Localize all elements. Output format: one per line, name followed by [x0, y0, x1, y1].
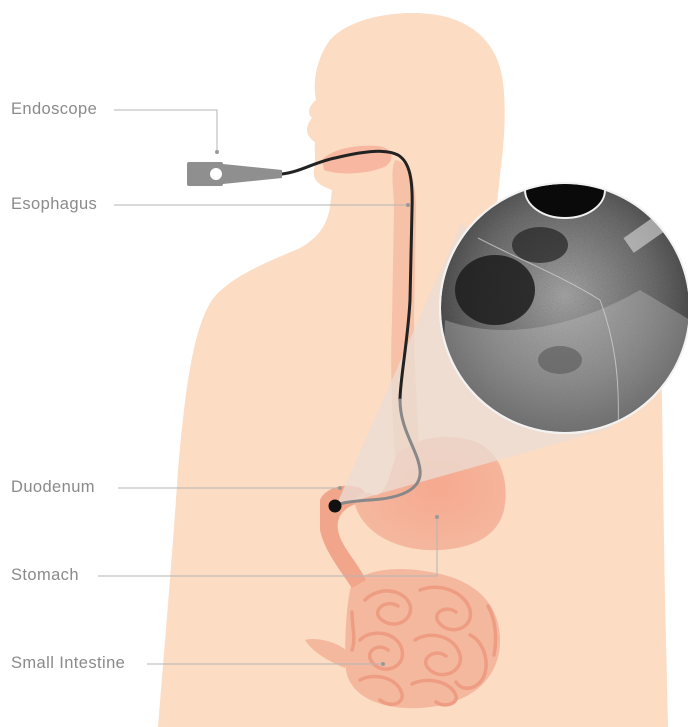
endoscope-device-icon — [187, 162, 282, 186]
endoscope-probe-tip — [329, 500, 342, 513]
endoscope-leader-line — [114, 110, 217, 150]
label-duodenum: Duodenum — [11, 479, 95, 496]
label-esophagus: Esophagus — [11, 196, 97, 213]
label-stomach: Stomach — [11, 567, 79, 584]
label-small-intestine: Small Intestine — [11, 655, 125, 672]
label-endoscope: Endoscope — [11, 101, 97, 118]
